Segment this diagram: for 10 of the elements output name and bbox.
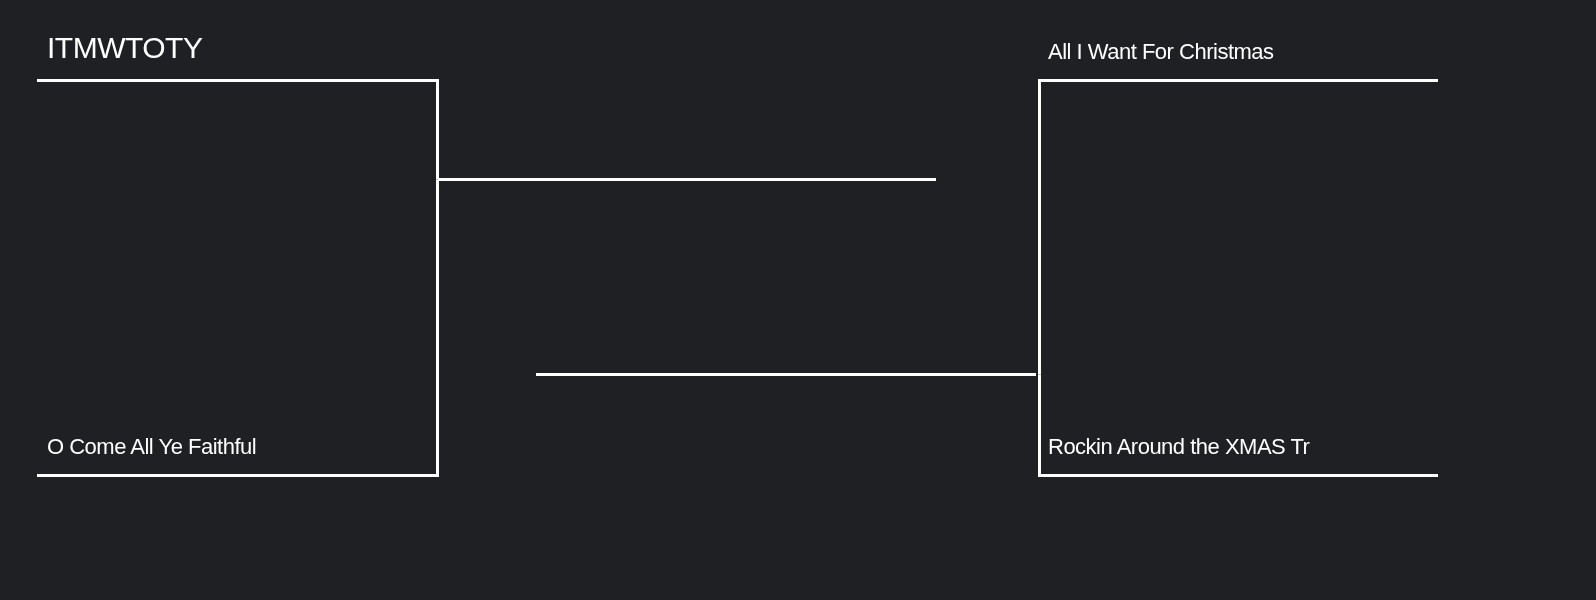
entry-name: All I Want For Christmas: [1048, 39, 1274, 65]
bracket-line: [436, 80, 439, 180]
winner-line: [438, 178, 936, 181]
bracket-line: [1038, 374, 1041, 476]
entry-name: O Come All Ye Faithful: [47, 434, 257, 460]
winner-line: [536, 373, 1036, 376]
bracket-title: ITMWTOTY: [47, 31, 203, 65]
entry-name: Rockin Around the XMAS Tr: [1048, 434, 1310, 460]
bracket-line: [1038, 80, 1041, 375]
bracket-line: [436, 179, 439, 476]
